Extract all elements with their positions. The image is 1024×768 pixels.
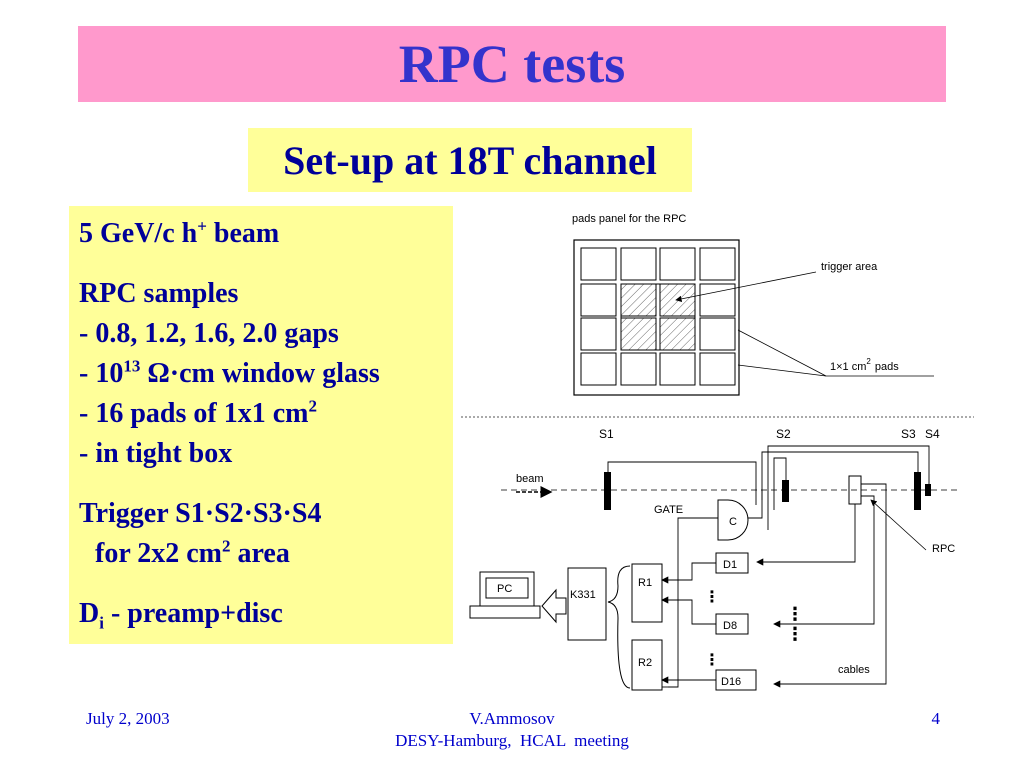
pads-panel-label: pads panel for the RPC [572,213,686,225]
s2-label: S2 [776,427,791,441]
pc-base [469,605,541,619]
subtitle-box: Set-up at 18T channel [248,128,692,192]
pads-grid [580,247,736,386]
trigger-area-arrow [675,271,817,303]
s4-counter [925,484,931,496]
cable-dots: ⋮ [786,604,804,624]
trigger-line: Trigger S1·S2·S3·S4 [79,498,322,529]
samples-heading: RPC samples [79,278,239,309]
beam-label: beam [516,473,544,485]
coincidence-unit [717,499,749,541]
k331-label: K331 [570,589,596,601]
trigger-area-label: trigger area [821,261,878,273]
s3-counter [914,472,921,510]
slide-title: RPC tests [398,34,626,94]
s1-label: S1 [599,427,614,441]
gate-label: GATE [654,504,683,516]
r2-box [631,639,663,691]
rpc-readout-wires [756,483,887,688]
cable-dots-2: ⋮ [786,624,804,644]
r1-box [631,563,663,623]
glass-line: - 1013 Ω·cm window glass [79,356,380,389]
counter-wires [607,445,930,530]
pads-pointer-2 [737,364,827,377]
slide-subtitle: Set-up at 18T channel [283,138,657,183]
r2-label: R2 [638,657,652,669]
pc-arrow [541,588,567,624]
s1-counter [604,472,611,510]
r1-label: R1 [638,577,652,589]
pads-pointer-1 [737,329,827,377]
d16-label: D16 [721,676,741,688]
footer-page-number: 4 [931,709,941,728]
pads-panel-frame [573,239,740,396]
discriminator-dots-1: ⋮ [704,589,720,606]
trigger-area-outline [620,283,696,351]
cables-label: cables [838,664,870,676]
discriminator-dots-2: ⋮ [704,652,720,669]
s3-label: S3 [901,427,916,441]
s2-counter [782,480,789,502]
pc-label: PC [497,583,512,595]
k331-bracket [607,565,631,689]
box-line: - in tight box [79,438,233,469]
coincidence-label: C [729,516,737,528]
info-box: 5 GeV/c h+ beam RPC samples - 0.8, 1.2, … [69,206,453,644]
footer-date: July 2, 2003 [86,709,170,728]
rpc-pointer [870,499,927,551]
d8-label: D8 [723,620,737,632]
footer-meeting: DESY-Hamburg, HCAL meeting [395,731,629,750]
footer-center: V.Ammosov DESY-Hamburg, HCAL meeting [0,708,1024,752]
di-line: Di - preamp+disc [79,598,283,633]
s4-label: S4 [925,427,940,441]
area-line: for 2x2 cm2 area [95,536,290,569]
info-text: 5 GeV/c h+ beam RPC samples - 0.8, 1.2, … [79,214,380,634]
k331-box [567,567,607,641]
pc-screen [485,577,529,599]
setup-diagram: pads panel for the RPC trigger area 1×1 … [461,213,974,691]
d1-label: D1 [723,559,737,571]
title-bar: RPC tests [78,26,946,102]
footer-author: V.Ammosov [469,709,555,728]
register-wires [661,562,716,688]
gaps-line: - 0.8, 1.2, 1.6, 2.0 gaps [79,318,339,349]
rpc-label: RPC [932,543,955,555]
beam-line: 5 GeV/c h+ beam [79,216,280,249]
pads-line: - 16 pads of 1x1 cm2 [79,396,317,429]
